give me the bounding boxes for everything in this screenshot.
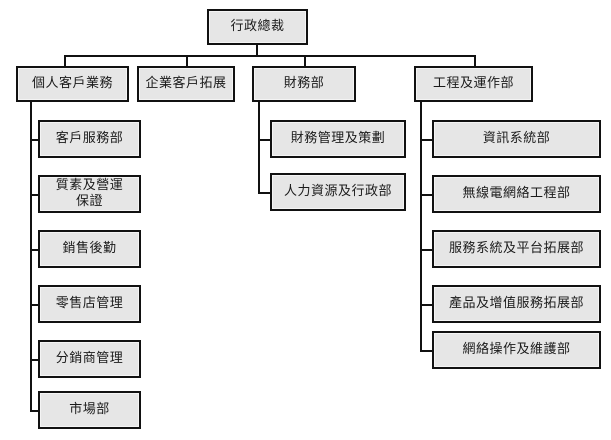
node-division-engineering-operations[interactable]: 工程及運作部 [414,66,533,102]
connector-elbow-engineering-3 [420,249,434,251]
connector-drop-division-2 [186,55,188,68]
node-label-line1: 質素及營運 [55,177,124,193]
node-label: 工程及運作部 [432,75,514,91]
node-label: 無線電網絡工程部 [462,185,571,201]
node-service-systems-platform-development[interactable]: 服務系統及平台拓展部 [432,230,601,268]
node-radio-network-engineering[interactable]: 無線電網絡工程部 [432,175,601,213]
node-label: 質素及營運保證 [43,178,136,211]
node-label: 行政總裁 [230,18,285,34]
connector-root-drop [256,45,258,56]
node-product-vas-development[interactable]: 產品及增值服務拓展部 [432,285,601,323]
connector-spine-engineering [420,102,422,352]
connector-elbow-engineering-2 [420,194,434,196]
connector-elbow-personal-1 [30,139,40,141]
connector-spine-finance [258,102,260,194]
node-label: 客戶服務部 [55,130,124,146]
connector-elbow-engineering-4 [420,304,434,306]
connector-elbow-engineering-1 [420,139,434,141]
connector-level1-bus [64,55,476,57]
node-information-systems[interactable]: 資訊系統部 [432,120,601,158]
node-label: 產品及增值服務拓展部 [448,295,584,311]
node-label: 財務管理及策劃 [290,130,386,146]
node-division-personal-customer[interactable]: 個人客戶業務 [16,66,129,102]
node-label: 分銷商管理 [55,350,124,366]
node-root-ceo[interactable]: 行政總裁 [207,9,308,45]
node-label: 人力資源及行政部 [283,183,392,199]
node-quality-operations-assurance[interactable]: 質素及營運保證 [38,175,141,213]
node-retail-store-management[interactable]: 零售店管理 [38,285,141,323]
node-label: 服務系統及平台拓展部 [448,240,584,256]
node-network-operations-maintenance[interactable]: 網絡操作及維護部 [432,331,601,369]
connector-spine-personal-customer [30,102,32,412]
connector-drop-division-1 [64,55,66,68]
node-label: 市場部 [69,401,110,417]
node-human-resources-administration[interactable]: 人力資源及行政部 [270,173,406,211]
connector-elbow-finance-1 [258,139,272,141]
node-sales-logistics[interactable]: 銷售後勤 [38,230,141,268]
node-label: 銷售後勤 [62,240,117,256]
connector-drop-division-4 [474,55,476,68]
connector-elbow-engineering-5 [420,350,434,352]
connector-elbow-personal-6 [30,410,40,412]
node-division-enterprise-customer[interactable]: 企業客戶拓展 [137,66,235,102]
node-label: 個人客戶業務 [31,75,113,91]
node-division-finance[interactable]: 財務部 [252,66,356,102]
connector-elbow-personal-3 [30,249,40,251]
connector-elbow-personal-5 [30,359,40,361]
connector-drop-division-3 [304,55,306,68]
connector-elbow-finance-2 [258,192,272,194]
node-distributor-management[interactable]: 分銷商管理 [38,340,141,378]
node-customer-service[interactable]: 客戶服務部 [38,120,141,158]
connector-elbow-personal-4 [30,304,40,306]
node-label: 網絡操作及維護部 [462,341,571,357]
connector-elbow-personal-2 [30,194,40,196]
node-label: 資訊系統部 [482,130,551,146]
node-label-line2: 保證 [75,194,103,209]
node-label: 零售店管理 [55,295,124,311]
node-marketing[interactable]: 市場部 [38,391,141,429]
node-label: 財務部 [283,75,325,91]
node-financial-management-planning[interactable]: 財務管理及策劃 [270,120,406,158]
node-label: 企業客戶拓展 [145,75,227,91]
